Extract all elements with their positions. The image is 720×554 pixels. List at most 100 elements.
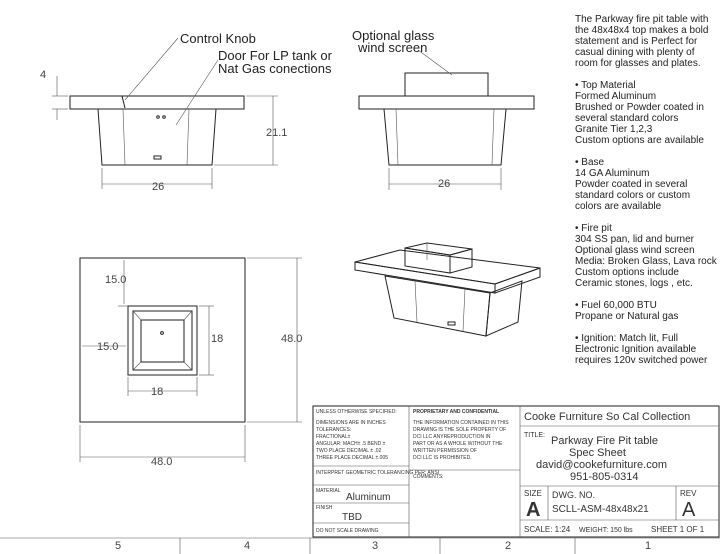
dim-overall-depth: 48.0 — [281, 333, 302, 345]
corner-line — [132, 361, 142, 371]
note-top-material: • Top Material Formed Aluminum Brushed o… — [575, 80, 704, 146]
callout-glass: Optional glass — [352, 28, 435, 43]
front-base-edge — [186, 108, 190, 166]
zone-label: 1 — [645, 540, 651, 552]
iso-base-edge — [414, 280, 418, 323]
note-fuel: • Fuel 60,000 BTU Propane or Natural gas — [575, 300, 679, 322]
front-screw — [156, 115, 160, 119]
spec-notes: The Parkway fire pit table with the 48x4… — [575, 14, 717, 377]
tb-size: A — [526, 499, 540, 521]
tb-prop-line: PART OR AS A WHOLE WITHOUT THE — [413, 441, 503, 447]
tb-rev-label: REV — [680, 489, 697, 498]
side-base-edge — [491, 108, 495, 166]
iso-top-side — [494, 267, 541, 294]
tb-prop-line: DCI LLC IS PROHIBITED. — [413, 455, 472, 461]
front-badge — [153, 155, 162, 160]
zone-label: 2 — [505, 540, 511, 552]
dim-top-thickness: 4 — [40, 69, 46, 81]
zone-label: 4 — [244, 540, 250, 552]
corner-line — [183, 361, 193, 371]
tb-dwg-no: SCLL-ASM-48x48x21 — [552, 504, 649, 515]
tb-weight: WEIGHT: 150 lbs — [579, 527, 633, 534]
tb-dims-line: FRACTIONAL± — [316, 434, 351, 440]
front-screw — [162, 115, 166, 119]
top-view: 15.0 15.0 18 18 48.0 48.0 — [79, 257, 302, 468]
tb-material-label: MATERIAL — [316, 488, 341, 494]
dim-base-width-side: 26 — [438, 178, 450, 190]
top-burner-center — [160, 331, 164, 335]
glass-leader — [417, 49, 453, 76]
dim-overall-width: 48.0 — [151, 456, 172, 468]
tb-email: david@cookefurniture.com — [536, 459, 667, 471]
callout-control-knob: Control Knob — [180, 31, 256, 46]
front-base — [97, 108, 217, 166]
tb-finish-label: FINISH — [316, 505, 333, 511]
tb-material: Aluminum — [346, 492, 390, 503]
corner-line — [183, 310, 193, 321]
tb-comments: COMMENTS: — [413, 474, 444, 480]
tb-dims-line: THREE PLACE DECIMAL ±.005 — [316, 455, 388, 461]
dim-inner-height: 18 — [211, 333, 223, 345]
front-base-edge — [122, 108, 126, 166]
tb-dims-line: TWO PLACE DECIMAL ± .02 — [316, 448, 382, 454]
control-knob-stem — [121, 95, 126, 109]
corner-line — [132, 310, 142, 321]
tb-prop-line: THE INFORMATION CONTAINED IN THIS — [413, 420, 509, 426]
tb-title-label: TITLE: — [524, 432, 545, 439]
callout-door-2: Nat Gas conections — [218, 61, 332, 76]
dim-inner-width: 18 — [151, 386, 163, 398]
side-glass-screen — [404, 72, 489, 97]
top-burner-pan — [140, 319, 185, 363]
tb-finish: TBD — [342, 512, 362, 523]
tb-unless: UNLESS OTHERWISE SPECIFIED: — [316, 409, 397, 415]
dim-height: 21.1 — [266, 127, 287, 139]
tb-prop-title: PROPRIETARY AND CONFIDENTIAL — [413, 409, 499, 415]
iso-base-side — [485, 280, 523, 337]
tb-geom: INTERPRET GEOMETRIC TOLERANCING PER: ANS… — [316, 470, 439, 476]
tb-size-label: SIZE — [524, 489, 542, 498]
isometric-view — [354, 242, 541, 337]
dim-inner-offset-left: 15.0 — [97, 341, 118, 353]
tb-prop-line: DRAWING IS THE SOLE PROPERTY OF — [413, 427, 506, 433]
tb-dwg-label: DWG. NO. — [552, 490, 595, 500]
tb-dims-line: DIMENSIONS ARE IN INCHES — [316, 420, 386, 426]
zone-label: 3 — [372, 540, 378, 552]
tb-do-not-scale: DO NOT SCALE DRAWING — [316, 528, 379, 534]
tb-prop-line: WRITTEN PERMISSION OF — [413, 448, 477, 454]
top-burner-outer — [127, 305, 198, 376]
tb-dims-line: ANGULAR: MACH± .5 BEND ± — [316, 441, 386, 447]
side-tabletop — [358, 95, 535, 110]
tb-sheet: SHEET 1 OF 1 — [651, 525, 705, 534]
callout-glass-2: wind screen — [357, 40, 427, 55]
note-fire-pit: • Fire pit 304 SS pan, lid and burner Op… — [575, 223, 717, 289]
title-block: UNLESS OTHERWISE SPECIFIED: DIMENSIONS A… — [312, 405, 720, 538]
side-base — [383, 108, 507, 166]
tb-rev: A — [682, 499, 696, 521]
tb-phone: 951-805-0314 — [570, 471, 639, 483]
tb-title-1: Parkway Fire Pit table — [551, 435, 658, 447]
top-outline — [79, 257, 246, 423]
tb-title-2: Spec Sheet — [569, 447, 626, 459]
dim-inner-offset-top: 15.0 — [105, 274, 126, 286]
note-base: • Base 14 GA Aluminum Powder coated in s… — [575, 157, 691, 212]
tb-scale: SCALE: 1:24 — [524, 525, 571, 534]
tb-dims-line: TOLERANCES: — [316, 427, 351, 433]
callout-door: Door For LP tank or — [218, 48, 333, 63]
title-block-border — [312, 405, 720, 538]
zone-label: 5 — [115, 540, 121, 552]
note-intro: The Parkway fire pit table with the 48x4… — [575, 14, 709, 69]
iso-base-edge — [462, 288, 466, 332]
door-leader — [175, 59, 219, 126]
iso-glass-side — [449, 248, 473, 274]
iso-badge — [447, 321, 456, 326]
iso-top-front — [354, 261, 496, 294]
front-tabletop — [69, 95, 245, 110]
iso-base-front — [384, 275, 491, 337]
side-base-edge — [395, 108, 399, 166]
front-view: 4 21.1 26 — [40, 37, 287, 193]
control-knob-leader — [124, 37, 179, 101]
top-burner-frame — [132, 310, 193, 371]
dim-base-width-front: 26 — [152, 181, 164, 193]
tb-company: Cooke Furniture So Cal Collection — [524, 411, 690, 423]
